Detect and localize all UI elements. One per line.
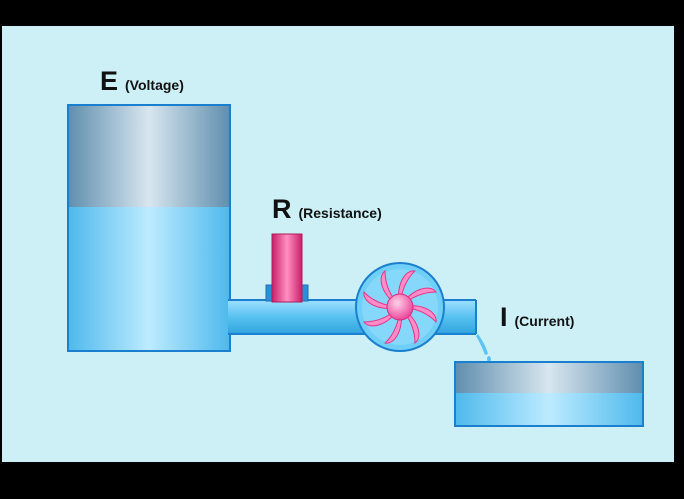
water-analogy-scene: E (Voltage) R (Resistance) I (Current) (2, 26, 674, 462)
current-text: (Current) (514, 313, 575, 329)
voltage-symbol: E (100, 66, 119, 96)
resistance-valve (265, 233, 309, 303)
current-symbol: I (500, 302, 508, 332)
resistance-label: R (Resistance) (272, 194, 382, 225)
turbine-hub (386, 293, 414, 321)
resistance-symbol: R (272, 194, 292, 224)
turbine (355, 262, 445, 352)
current-tank (454, 361, 644, 427)
voltage-tank (67, 104, 231, 352)
voltage-text: (Voltage) (125, 77, 184, 93)
resistance-text: (Resistance) (298, 205, 382, 221)
current-label: I (Current) (500, 302, 574, 333)
voltage-label: E (Voltage) (100, 66, 184, 97)
circuit-diagram (67, 104, 644, 427)
turbine-blades (362, 269, 438, 345)
